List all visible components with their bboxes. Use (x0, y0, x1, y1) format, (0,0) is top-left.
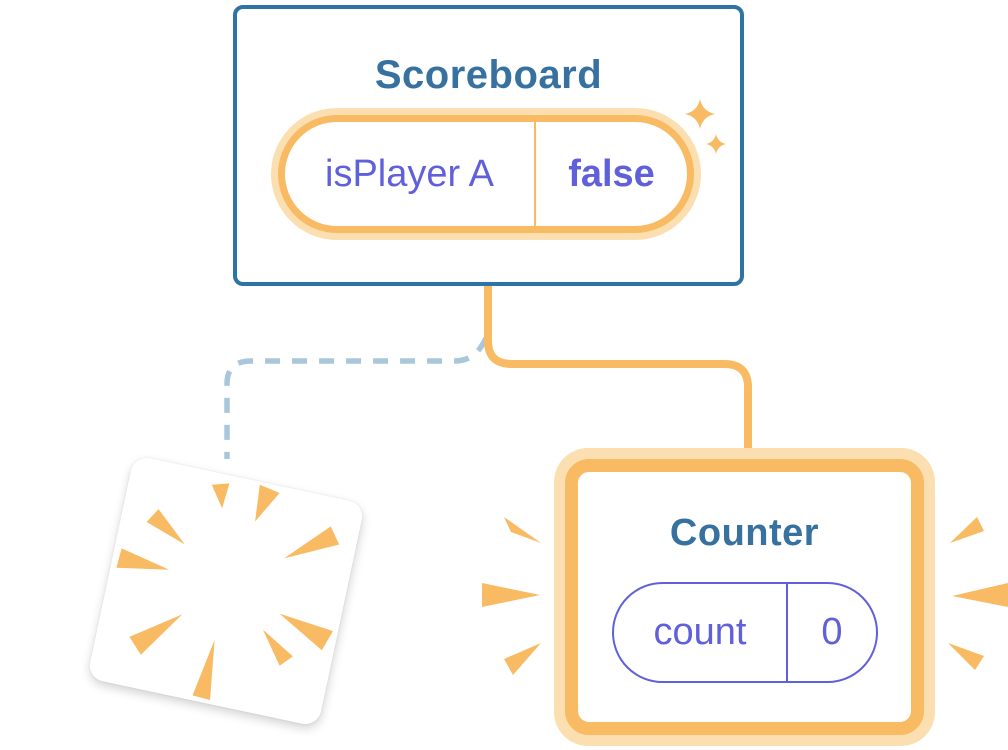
scoreboard-card: Scoreboard isPlayer A false (233, 5, 744, 286)
state-value: false (534, 122, 687, 226)
counter-card-inner: Counter count 0 (565, 459, 924, 735)
scoreboard-state-pill: isPlayer A false (278, 115, 694, 233)
counter-card: Counter count 0 (554, 448, 935, 746)
scoreboard-title: Scoreboard (374, 53, 603, 97)
count-value: 0 (786, 584, 876, 681)
count-name: count (653, 611, 747, 653)
connector-destroyed-dashed (224, 336, 489, 459)
state-name: isPlayer A (325, 152, 494, 195)
counter-title: Counter (669, 512, 820, 554)
explosion-burst-icon (116, 483, 340, 701)
connector-counter-active (484, 284, 752, 456)
destroyed-card (86, 454, 366, 728)
counter-state-pill: count 0 (612, 582, 878, 683)
